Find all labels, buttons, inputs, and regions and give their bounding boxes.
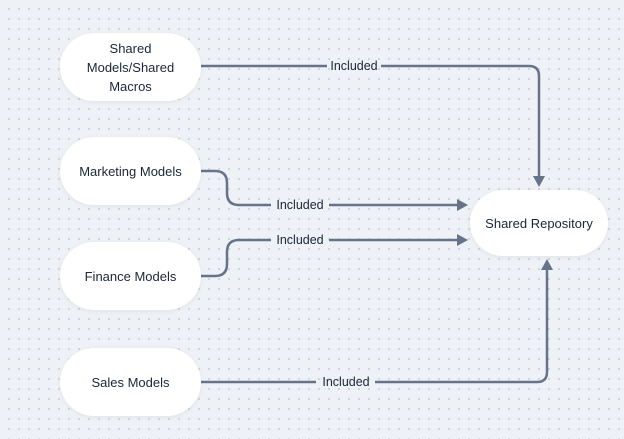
arrowhead-right-icon xyxy=(457,234,468,246)
edge-label-included: Included xyxy=(330,59,378,73)
connector-line xyxy=(381,64,541,176)
edge-shared-models-to-repository xyxy=(201,64,545,187)
edge-label-included: Included xyxy=(276,198,324,212)
edge-marketing-models-to-repository xyxy=(201,169,468,211)
edge-label-included: Included xyxy=(276,233,324,247)
node-finance-models: Finance Models xyxy=(60,242,201,310)
node-shared-models-shared-macros: Shared Models/Shared Macros xyxy=(60,33,201,101)
edge-sales-models-to-repository xyxy=(201,259,553,384)
arrowhead-up-icon xyxy=(541,259,553,270)
node-label: Shared Models/Shared Macros xyxy=(86,40,175,94)
connector-line xyxy=(375,270,549,384)
edge-finance-models-to-repository xyxy=(201,234,468,278)
node-label: Shared Repository xyxy=(485,215,593,231)
node-shared-repository: Shared Repository xyxy=(470,190,608,256)
edge-label-included: Included xyxy=(322,375,370,389)
connector-line xyxy=(201,169,271,207)
node-sales-models: Sales Models xyxy=(60,348,201,416)
arrowhead-right-icon xyxy=(457,199,468,211)
node-marketing-models: Marketing Models xyxy=(60,137,201,205)
node-label: Finance Models xyxy=(84,268,177,284)
node-label: Marketing Models xyxy=(79,163,182,179)
arrowhead-down-icon xyxy=(533,176,545,187)
node-label: Sales Models xyxy=(91,374,170,390)
connector-line xyxy=(201,238,271,278)
